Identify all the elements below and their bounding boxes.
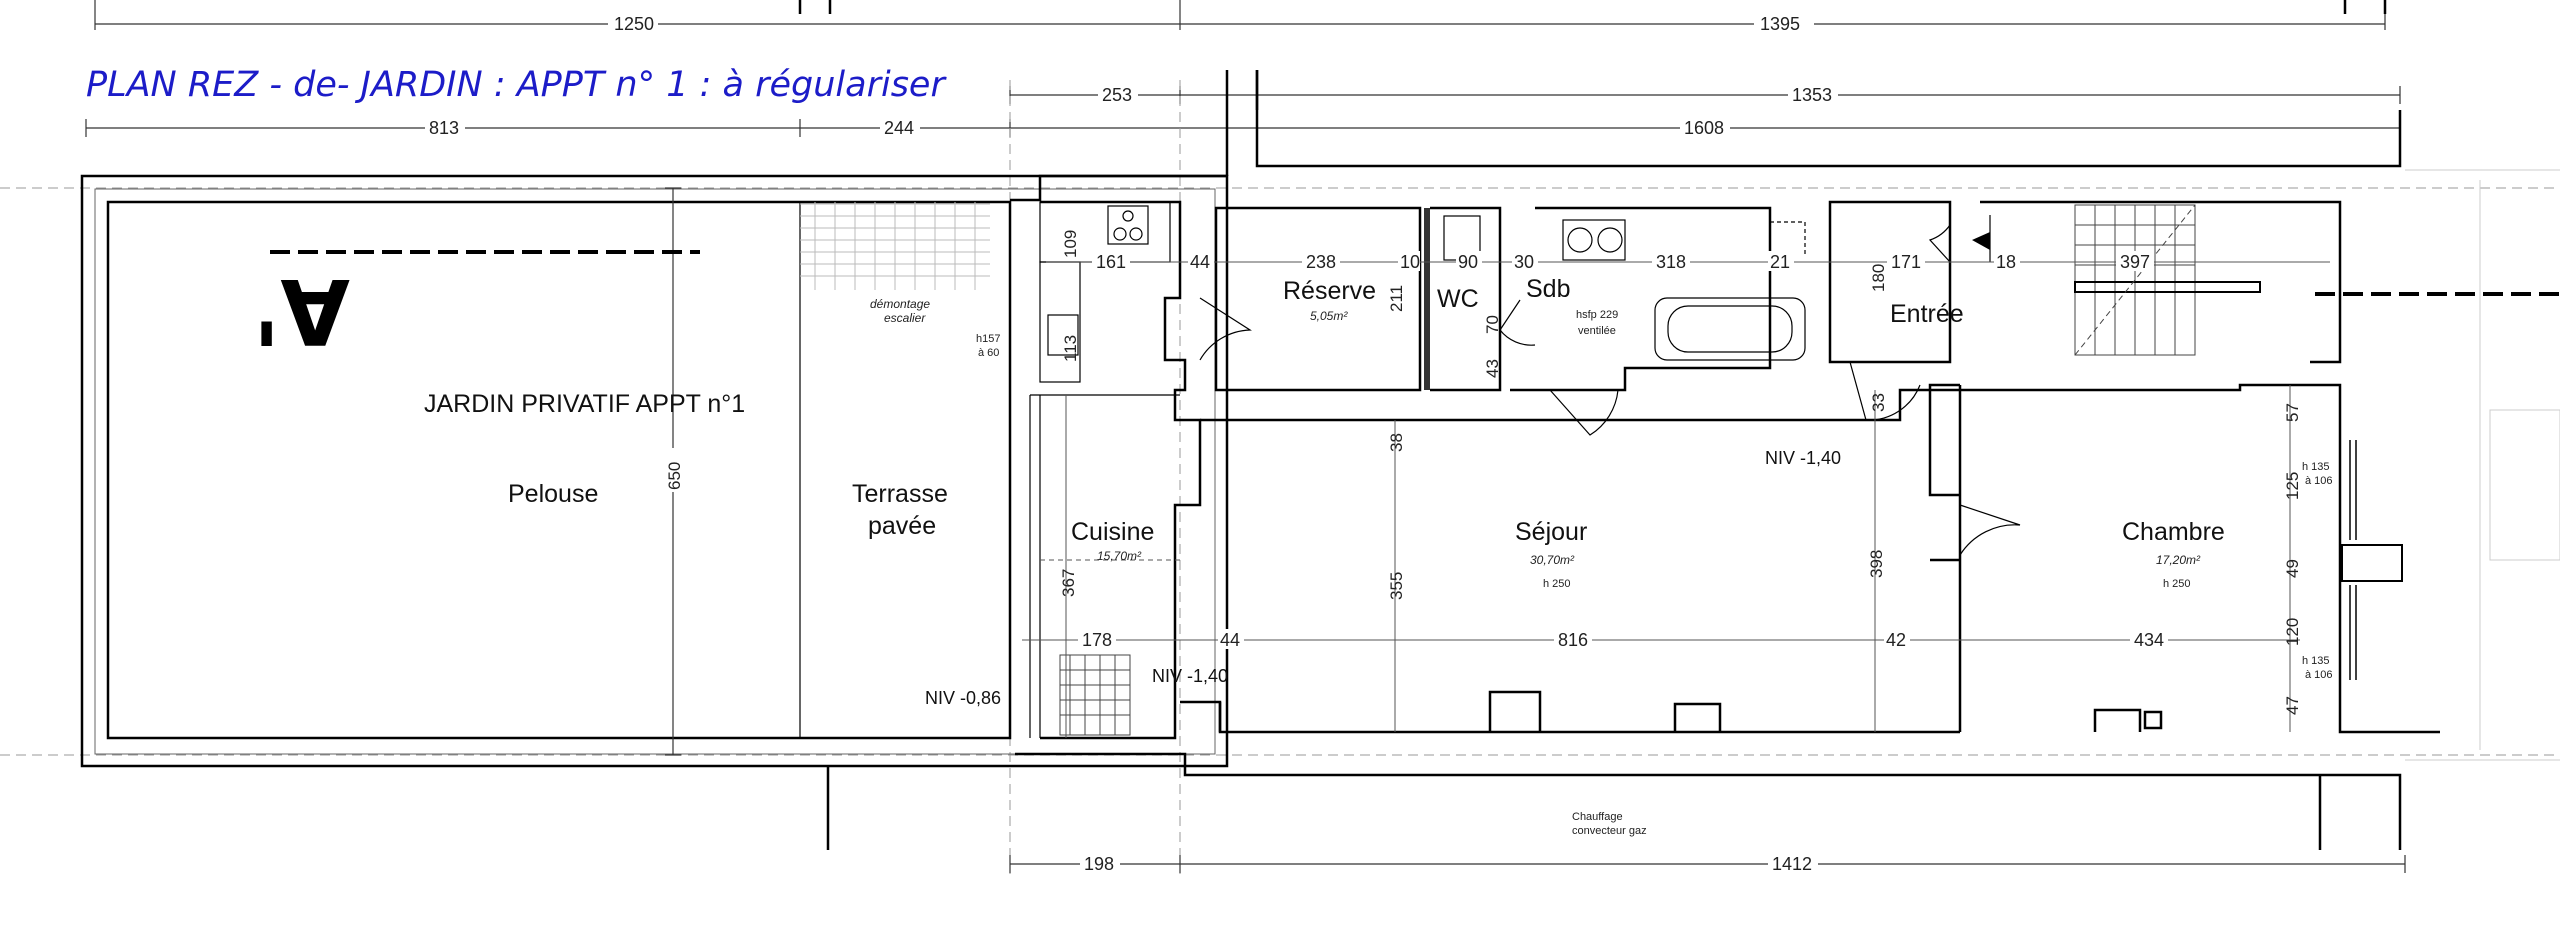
dim-49: 49 <box>2283 559 2302 578</box>
room-chambre: Chambre <box>2122 518 2225 546</box>
room-sejour-area: 30,70m² <box>1530 553 1575 567</box>
dim-367: 367 <box>1059 569 1078 597</box>
room-pelouse: Pelouse <box>508 480 598 508</box>
dim-10: 10 <box>1400 252 1420 272</box>
room-reserve-area: 5,05m² <box>1310 309 1348 323</box>
dim-1353: 1353 <box>1792 85 1832 105</box>
dim-21: 21 <box>1770 252 1790 272</box>
note-demontage-1: démontage <box>870 297 930 311</box>
note-h157-1: h157 <box>976 333 1000 345</box>
dim-top-left: 1250 <box>614 14 654 34</box>
dim-44b: 44 <box>1220 630 1240 650</box>
dim-813: 813 <box>429 118 459 138</box>
dimension-top <box>94 0 2386 30</box>
dim-355: 355 <box>1387 572 1406 600</box>
dim-198: 198 <box>1084 854 1114 874</box>
dim-816: 816 <box>1558 630 1588 650</box>
note-win1-2: à 106 <box>2305 475 2333 487</box>
dim-42: 42 <box>1886 630 1906 650</box>
garden-walls <box>80 174 1229 768</box>
room-jardin: JARDIN PRIVATIF APPT n°1 <box>424 390 745 418</box>
room-terrasse-1: Terrasse <box>852 480 948 508</box>
room-sejour: Séjour <box>1515 518 1587 546</box>
plan-title: PLAN REZ - de- JARDIN : APPT n° 1 : à ré… <box>86 65 947 105</box>
dim-161: 161 <box>1096 252 1126 272</box>
dim-398: 398 <box>1867 550 1886 578</box>
dim-434: 434 <box>2134 630 2164 650</box>
dim-47: 47 <box>2283 696 2302 715</box>
dim-44a: 44 <box>1190 252 1210 272</box>
room-terrasse-2: pavée <box>868 512 936 540</box>
dim-318: 318 <box>1656 252 1686 272</box>
dim-171: 171 <box>1891 252 1921 272</box>
dim-43: 43 <box>1483 359 1502 378</box>
dim-180: 180 <box>1869 264 1888 292</box>
note-h157-2: à 60 <box>978 347 999 359</box>
dim-178: 178 <box>1082 630 1112 650</box>
section-marker: A' <box>253 258 350 363</box>
dim-244: 244 <box>884 118 914 138</box>
note-chauffage-1: Chauffage <box>1572 811 1623 823</box>
dim-top-right: 1395 <box>1760 14 1800 34</box>
room-cuisine-area: 15,70m² <box>1097 549 1142 563</box>
dim-650: 650 <box>665 462 684 490</box>
dim-397: 397 <box>2120 252 2150 272</box>
room-chambre-area: 17,20m² <box>2156 553 2201 567</box>
room-reserve: Réserve <box>1283 277 1376 305</box>
dim-70: 70 <box>1483 315 1502 334</box>
level-sejour: NIV -1,40 <box>1765 448 1841 468</box>
room-entree: Entrée <box>1890 300 1964 328</box>
dim-125: 125 <box>2283 472 2302 500</box>
dim-90: 90 <box>1458 252 1478 272</box>
dim-109: 109 <box>1061 230 1080 258</box>
room-sejour-h: h 250 <box>1543 578 1571 590</box>
dim-33: 33 <box>1869 393 1888 412</box>
dim-253: 253 <box>1102 85 1132 105</box>
note-win2-1: h 135 <box>2302 655 2330 667</box>
dim-238: 238 <box>1306 252 1336 272</box>
dim-30: 30 <box>1514 252 1534 272</box>
room-chambre-h: h 250 <box>2163 578 2191 590</box>
note-sdb-2: ventilée <box>1578 325 1616 337</box>
level-cuisine: NIV -1,40 <box>1152 666 1228 686</box>
dim-113: 113 <box>1061 335 1080 362</box>
note-sdb-1: hsfp 229 <box>1576 309 1618 321</box>
note-win2-2: à 106 <box>2305 669 2333 681</box>
dim-1412: 1412 <box>1772 854 1812 874</box>
building-walls <box>798 0 2440 850</box>
note-demontage-2: escalier <box>884 311 926 325</box>
dim-120: 120 <box>2283 618 2302 646</box>
dim-1608: 1608 <box>1684 118 1724 138</box>
note-chauffage-2: convecteur gaz <box>1572 825 1647 837</box>
room-cuisine: Cuisine <box>1071 518 1154 546</box>
note-win1-1: h 135 <box>2302 461 2330 473</box>
dim-18: 18 <box>1996 252 2016 272</box>
room-sdb: Sdb <box>1526 275 1570 303</box>
dim-38: 38 <box>1387 433 1406 452</box>
dim-211: 211 <box>1387 285 1406 312</box>
dim-57: 57 <box>2283 403 2302 422</box>
room-wc: WC <box>1437 285 1479 313</box>
level-jardin: NIV -0,86 <box>925 688 1001 708</box>
